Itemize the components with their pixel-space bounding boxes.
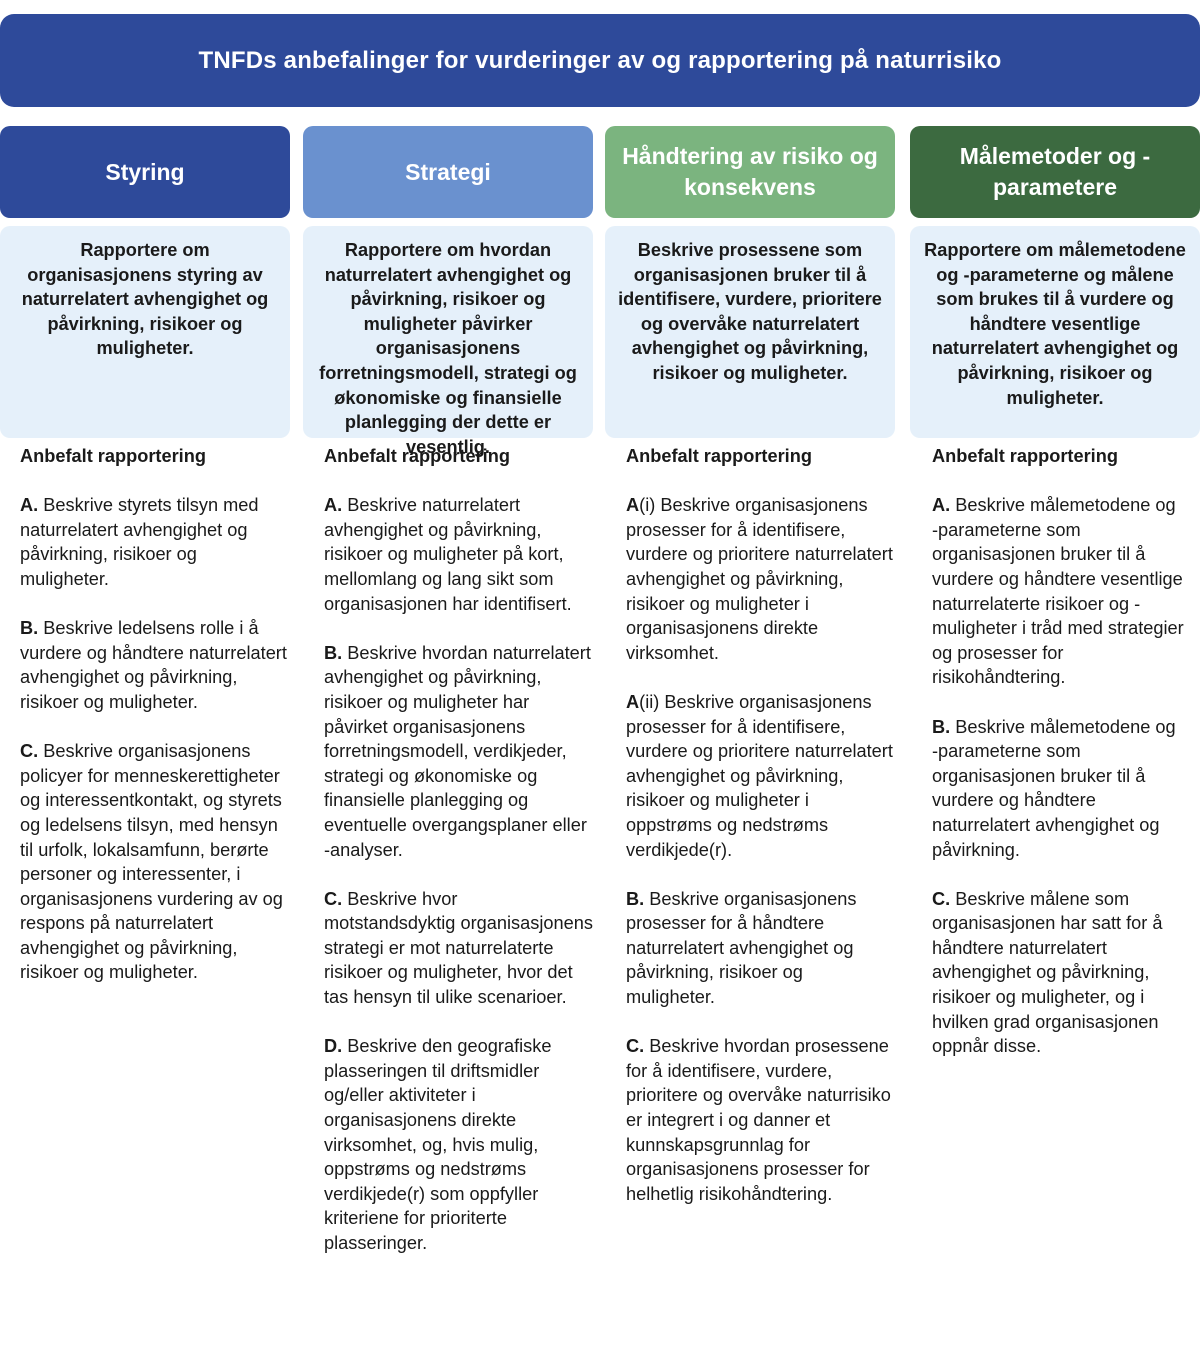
column-description-styring: Rapportere om organisasjonens styring av…	[0, 226, 290, 438]
disclosure-text: Beskrive hvordan naturrelatert avhengigh…	[324, 642, 591, 860]
column-heading-text: Håndtering av risiko og konsekvens	[622, 143, 878, 200]
disclosure-label: A	[626, 495, 640, 516]
disclosure-text: (ii) Beskrive organisasjonens prosesser …	[626, 691, 893, 860]
disclosure-text: Beskrive hvordan prosessene for å identi…	[626, 1036, 891, 1204]
disclosure-text: Beskrive målene som organisasjonen har s…	[932, 888, 1163, 1057]
disclosure-item: A(i) Beskrive organisasjonens prosesser …	[626, 493, 895, 665]
disclosure-text: Beskrive ledelsens rolle i å vurdere og …	[20, 618, 287, 712]
column-heading-styring: Styring	[0, 126, 290, 218]
disclosure-item: A(ii) Beskrive organisasjonens prosesser…	[626, 690, 895, 862]
disclosure-item: C. Beskrive målene som organisasjonen ha…	[932, 887, 1184, 1059]
disclosure-label: B.	[324, 642, 343, 663]
disclosure-item: B. Beskrive organisasjonens prosesser fo…	[626, 887, 895, 1010]
column-description-text: Rapportere om målemetodene og -parameter…	[924, 240, 1186, 408]
disclosure-text: Beskrive den geografiske plasseringen ti…	[324, 1036, 552, 1253]
disclosure-item: C. Beskrive hvordan prosessene for å ide…	[626, 1034, 895, 1206]
disclosure-text: Beskrive organisasjonens prosesser for å…	[626, 888, 857, 1008]
column-heading-text: Målemetoder og -parametere	[959, 143, 1151, 200]
section-title: Anbefalt rapportering	[932, 446, 1118, 466]
recommended-disclosures-strategi: Anbefalt rapportering A. Beskrive naturr…	[303, 438, 593, 1256]
disclosure-label: A	[626, 691, 640, 712]
disclosure-item: C. Beskrive hvor motstandsdyktig organis…	[324, 887, 593, 1010]
disclosure-label: B.	[932, 716, 951, 737]
disclosure-item: B. Beskrive ledelsens rolle i å vurdere …	[20, 616, 290, 714]
disclosure-item: D. Beskrive den geografiske plasseringen…	[324, 1034, 593, 1255]
disclosure-item: A. Beskrive målemetodene og -parameterne…	[932, 493, 1184, 690]
section-title: Anbefalt rapportering	[626, 446, 812, 466]
column-risiko: Håndtering av risiko og konsekvens Beskr…	[605, 126, 895, 1231]
section-title: Anbefalt rapportering	[20, 446, 206, 466]
recommended-disclosures-maalemetoder: Anbefalt rapportering A. Beskrive måleme…	[910, 438, 1200, 1059]
disclosure-item: C. Beskrive organisasjonens policyer for…	[20, 739, 290, 985]
column-heading-risiko: Håndtering av risiko og konsekvens	[605, 126, 895, 218]
column-maalemetoder: Målemetoder og -parametere Rapportere om…	[910, 126, 1200, 1083]
disclosure-text: Beskrive naturrelatert avhengighet og på…	[324, 495, 572, 614]
column-description-strategi: Rapportere om hvordan naturrelatert avhe…	[303, 226, 593, 457]
recommended-disclosures-styring: Anbefalt rapportering A. Beskrive styret…	[0, 438, 290, 985]
disclosure-label: A.	[20, 495, 39, 516]
disclosure-text: Beskrive målemetodene og -parameterne so…	[932, 495, 1184, 688]
disclosure-label: A.	[324, 495, 343, 516]
column-styring: Styring Rapportere om organisasjonens st…	[0, 126, 290, 1010]
column-heading-text: Styring	[105, 158, 185, 185]
disclosure-text: Beskrive organisasjonens policyer for me…	[20, 741, 283, 983]
disclosure-item: B. Beskrive målemetodene og -parameterne…	[932, 715, 1184, 863]
recommended-disclosures-risiko: Anbefalt rapportering A(i) Beskrive orga…	[605, 438, 895, 1206]
disclosure-label: A.	[932, 495, 951, 516]
column-description-text: Beskrive prosessene som organisasjonen b…	[618, 240, 882, 383]
disclosure-label: B.	[20, 618, 39, 639]
column-description-text: Rapportere om hvordan naturrelatert avhe…	[319, 240, 577, 457]
disclosure-text: Beskrive styrets tilsyn med naturrelater…	[20, 495, 259, 589]
disclosure-label: C.	[626, 1036, 645, 1057]
disclosure-label: B.	[626, 888, 645, 909]
column-strategi: Strategi Rapportere om hvordan naturrela…	[303, 126, 593, 1280]
diagram-title-banner: TNFDs anbefalinger for vurderinger av og…	[0, 14, 1200, 107]
column-heading-text: Strategi	[405, 158, 491, 185]
disclosure-text: Beskrive målemetodene og -parameterne so…	[932, 716, 1176, 860]
disclosure-item: A. Beskrive naturrelatert avhengighet og…	[324, 493, 593, 616]
disclosure-label: D.	[324, 1036, 343, 1057]
column-heading-maalemetoder: Målemetoder og -parametere	[910, 126, 1200, 218]
section-title: Anbefalt rapportering	[324, 446, 510, 466]
column-description-text: Rapportere om organisasjonens styring av…	[21, 240, 269, 359]
disclosure-item: A. Beskrive styrets tilsyn med naturrela…	[20, 493, 290, 591]
disclosure-text: (i) Beskrive organisasjonens prosesser f…	[626, 495, 893, 663]
diagram-title: TNFDs anbefalinger for vurderinger av og…	[198, 46, 1002, 74]
disclosure-text: Beskrive hvor motstandsdyktig organisasj…	[324, 888, 593, 1008]
disclosure-label: C.	[932, 888, 951, 909]
disclosure-item: B. Beskrive hvordan naturrelatert avheng…	[324, 641, 593, 862]
disclosure-label: C.	[324, 888, 343, 909]
column-description-risiko: Beskrive prosessene som organisasjonen b…	[605, 226, 895, 438]
disclosure-label: C.	[20, 741, 39, 762]
column-heading-strategi: Strategi	[303, 126, 593, 218]
column-description-maalemetoder: Rapportere om målemetodene og -parameter…	[910, 226, 1200, 438]
